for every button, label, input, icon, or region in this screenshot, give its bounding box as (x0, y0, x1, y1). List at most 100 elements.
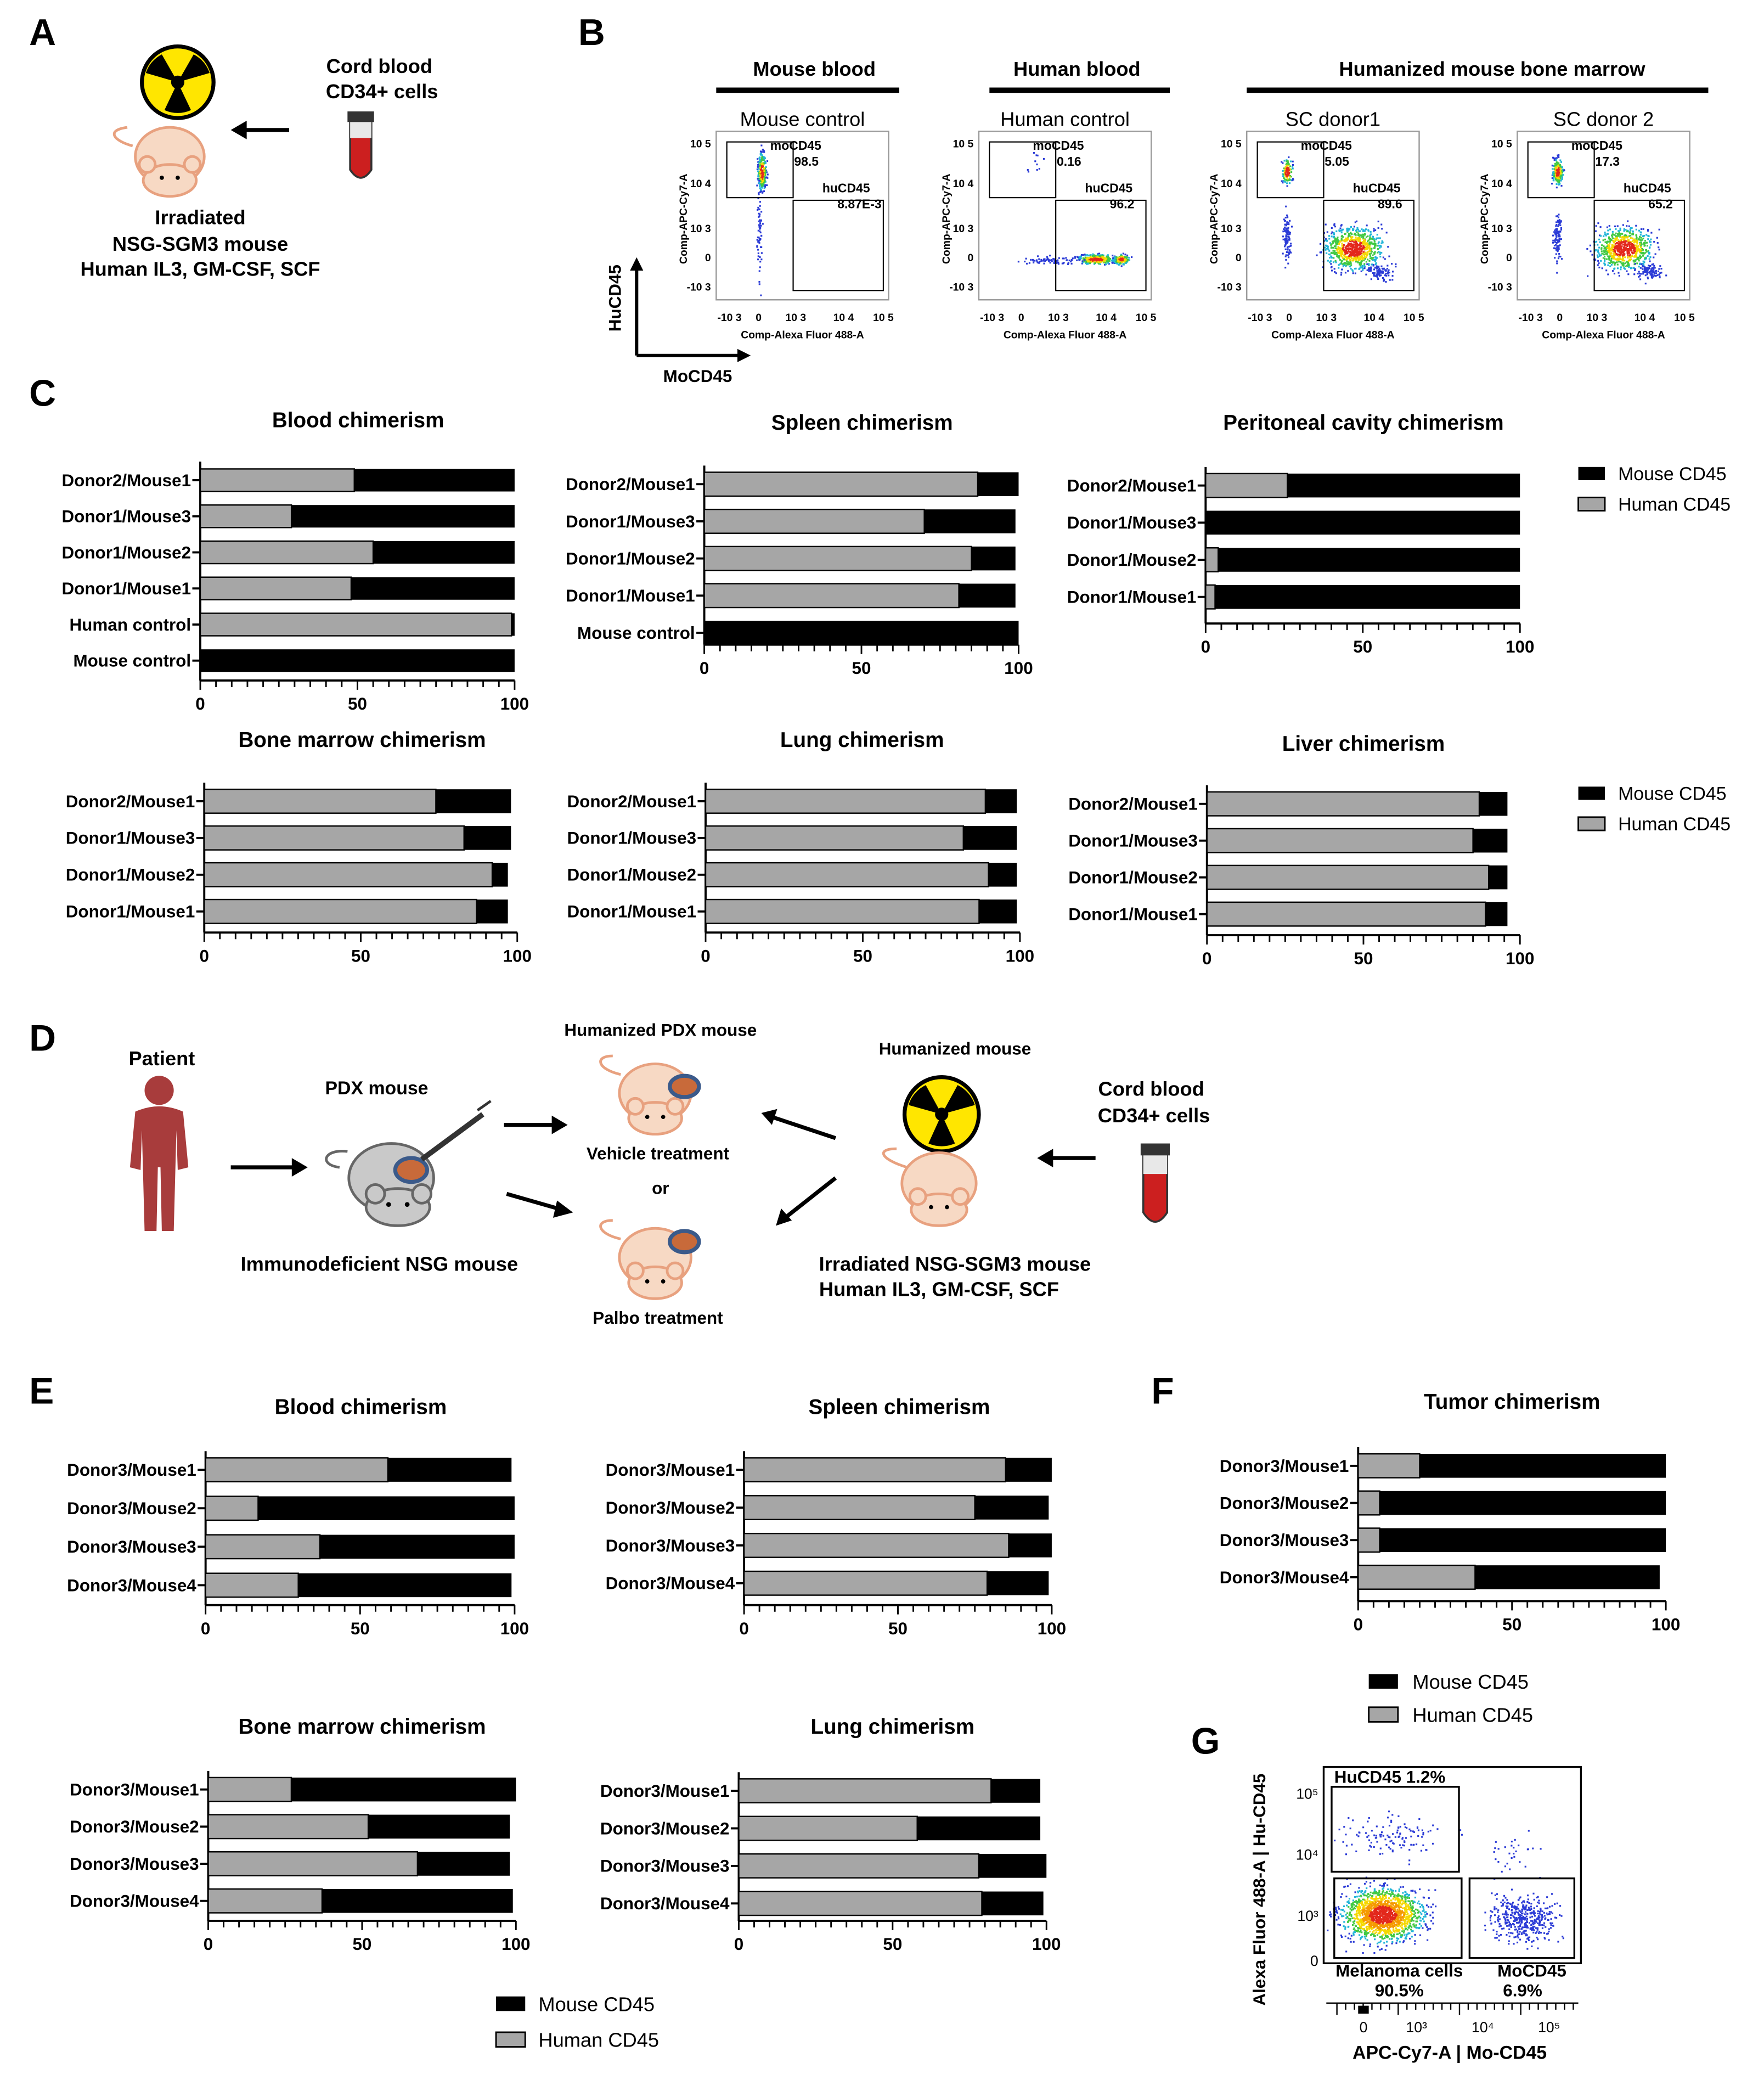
patient-icon (129, 1076, 189, 1232)
flow-x-tick: 0 (1557, 312, 1563, 324)
category-label: Donor3/Mouse2 (67, 1499, 196, 1518)
category-label: Donor3/Mouse4 (606, 1574, 735, 1593)
flow-plot: Mouse controlmoCD4598.5huCD458.87E-3Comp… (678, 108, 894, 341)
flow-y-tick: -10 3 (1488, 282, 1512, 293)
category-label: Donor1/Mouse3 (66, 829, 195, 848)
chart-title: Bone marrow chimerism (238, 1715, 486, 1739)
bar-mouse-cd45 (1287, 473, 1520, 498)
irradiated-label-line2: Human IL3, GM-CSF, SCF (819, 1278, 1059, 1301)
bar-mouse-cd45 (492, 863, 508, 887)
chart-title: Tumor chimerism (1424, 1390, 1600, 1414)
flow-x-tick: 10 5 (873, 312, 894, 324)
humanized-mouse-icon (882, 1147, 978, 1227)
bar-human-cd45 (705, 825, 964, 851)
chart-c1: Blood chimerismDonor2/Mouse1Donor1/Mouse… (62, 408, 529, 713)
flow-x-tick: -10 3 (717, 312, 741, 324)
x-tick-label: 50 (351, 1619, 370, 1638)
hu-cd45-axis-label: HuCD45 (605, 265, 624, 331)
flow-plot-frame (715, 131, 889, 301)
bar-mouse-cd45 (417, 1852, 510, 1876)
flow-plot-title: Human control (1000, 108, 1130, 131)
x-tick-label: 100 (1006, 946, 1034, 965)
bar-human-cd45 (199, 468, 355, 492)
category-label: Donor3/Mouse2 (600, 1819, 730, 1838)
bar-mouse-cd45 (979, 900, 1017, 924)
bar-human-cd45 (204, 825, 465, 851)
flow-x-tick: 10 4 (1364, 312, 1385, 324)
category-label: Donor3/Mouse1 (600, 1781, 730, 1801)
panel-a: Cord blood CD34+ cells Irradiated NSG-SG… (80, 44, 438, 280)
panel-letters: A B C D E F G (29, 12, 1220, 1762)
x-tick-label: 0 (701, 946, 710, 965)
bar-mouse-cd45 (1218, 548, 1520, 572)
category-label: Donor3/Mouse3 (606, 1536, 735, 1555)
panel-letter-d: D (29, 1017, 56, 1059)
x-tick-label: 0 (195, 694, 205, 713)
flow-y-tick: 10 5 (1221, 138, 1242, 150)
x-tick-label: 50 (883, 1935, 902, 1954)
x-tick-label: 100 (1652, 1615, 1680, 1634)
x-tick-label: 0 (201, 1619, 210, 1638)
x-tick-label: 50 (888, 1619, 908, 1638)
mouse-icon (112, 126, 206, 198)
bar-human-cd45 (703, 546, 972, 571)
bar-human-cd45 (1357, 1453, 1421, 1479)
legend-mouse-label: Mouse CD45 (1618, 784, 1726, 805)
flow-y-tick: 10 4 (1491, 178, 1512, 190)
flow-x-tick: 10 5 (1404, 312, 1424, 324)
chart-title: Spleen chimerism (808, 1396, 990, 1419)
flow-gate-label: 98.5 (794, 154, 819, 168)
chart-e2: Spleen chimerismDonor3/Mouse1Donor3/Mous… (606, 1396, 1067, 1638)
legend-mouse-label: Mouse CD45 (1412, 1671, 1529, 1693)
x-tick-label: 0 (204, 1935, 213, 1954)
flow-gate-label: 89.6 (1378, 196, 1402, 211)
bar-mouse-cd45 (959, 583, 1016, 608)
bar-mouse-cd45 (387, 1458, 512, 1482)
flow-gate-label: huCD45 (1624, 181, 1671, 195)
flow-x-axis-label: Comp-Alexa Fluor 488-A (1542, 329, 1665, 341)
flow-x-tick: 10 3 (1316, 312, 1337, 324)
bar-mouse-cd45 (985, 789, 1017, 813)
bar-human-cd45 (743, 1570, 988, 1596)
chart-title: Liver chimerism (1282, 732, 1445, 756)
x-tick-label: 0 (1202, 949, 1211, 968)
hu-cd45-gate (1323, 199, 1414, 291)
category-label: Donor3/Mouse2 (606, 1498, 735, 1517)
x-tick-label: 50 (1502, 1615, 1521, 1634)
chart-title: Spleen chimerism (771, 411, 953, 435)
g-x-minor-ticks (1326, 2002, 1579, 2015)
palbo-mouse-icon (599, 1219, 701, 1300)
radiation-icon (140, 44, 216, 120)
bar-mouse-cd45 (1489, 865, 1508, 890)
x-tick-label: 0 (700, 659, 709, 678)
bar-mouse-cd45 (988, 863, 1017, 887)
flow-gate-label: moCD45 (1033, 138, 1084, 153)
nsg-mouse-label: Immunodeficient NSG mouse (241, 1253, 519, 1275)
g-x-axis-label: APC-Cy7-A | Mo-CD45 (1352, 2042, 1547, 2063)
category-label: Donor2/Mouse1 (1067, 476, 1197, 496)
category-label: Donor1/Mouse1 (567, 902, 696, 921)
bar-mouse-cd45 (991, 1779, 1041, 1803)
mo-cd45-gate (1527, 141, 1595, 199)
bar-human-cd45 (1206, 864, 1490, 890)
flow-gate-label: huCD45 (1085, 181, 1132, 195)
hu-cd45-gate (1593, 199, 1686, 291)
x-tick-label: 0 (1201, 637, 1210, 656)
bar-mouse-cd45 (1475, 1565, 1660, 1589)
flow-y-tick: 10 4 (953, 178, 974, 190)
flow-y-tick: 10 3 (953, 223, 974, 235)
flow-x-axis-label: Comp-Alexa Fluor 488-A (741, 329, 864, 341)
category-label: Donor3/Mouse1 (67, 1460, 196, 1480)
chart-c3: Peritoneal cavity chimerismDonor2/Mouse1… (1067, 411, 1535, 656)
mo-cd45-gate (726, 141, 794, 199)
g-y-tick: 10⁴ (1296, 1847, 1318, 1863)
category-label: Donor1/Mouse3 (567, 829, 696, 848)
bar-human-cd45 (207, 1888, 323, 1914)
flow-plot: SC donor 2moCD4517.3huCD4565.2Comp-APC-C… (1479, 108, 1695, 341)
panel-d-source-line1: Cord blood (1098, 1078, 1204, 1100)
group-human-blood: Human blood (1013, 58, 1141, 80)
chart-title: Lung chimerism (780, 728, 944, 752)
bar-human-cd45 (705, 862, 989, 887)
flow-gate-label: moCD45 (1571, 138, 1622, 153)
